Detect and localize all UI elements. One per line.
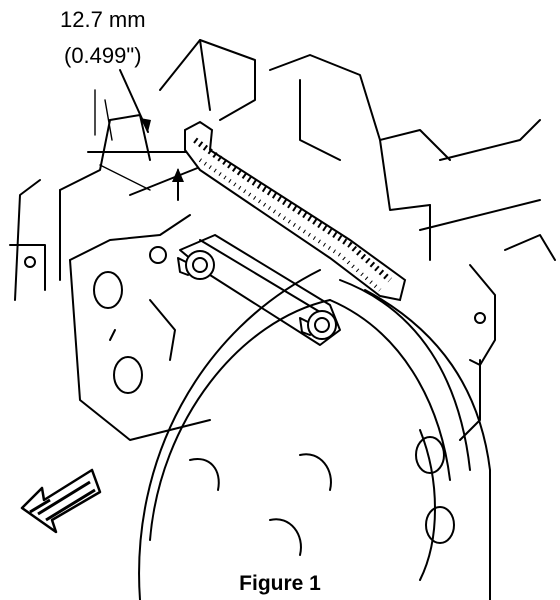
- bolt-upper: [177, 250, 215, 280]
- dimension-imperial-label: (0.499"): [64, 43, 142, 68]
- sealant-bead: [184, 120, 407, 302]
- bolt-lower: [299, 310, 337, 340]
- flexplate: [138, 269, 491, 600]
- bell-housing-plate: [69, 214, 211, 441]
- engine-block-upper: [9, 39, 556, 441]
- figure-caption: Figure 1: [239, 572, 321, 595]
- front-direction-arrow-icon: [20, 468, 102, 534]
- dimension-metric-label: 12.7 mm: [60, 7, 146, 32]
